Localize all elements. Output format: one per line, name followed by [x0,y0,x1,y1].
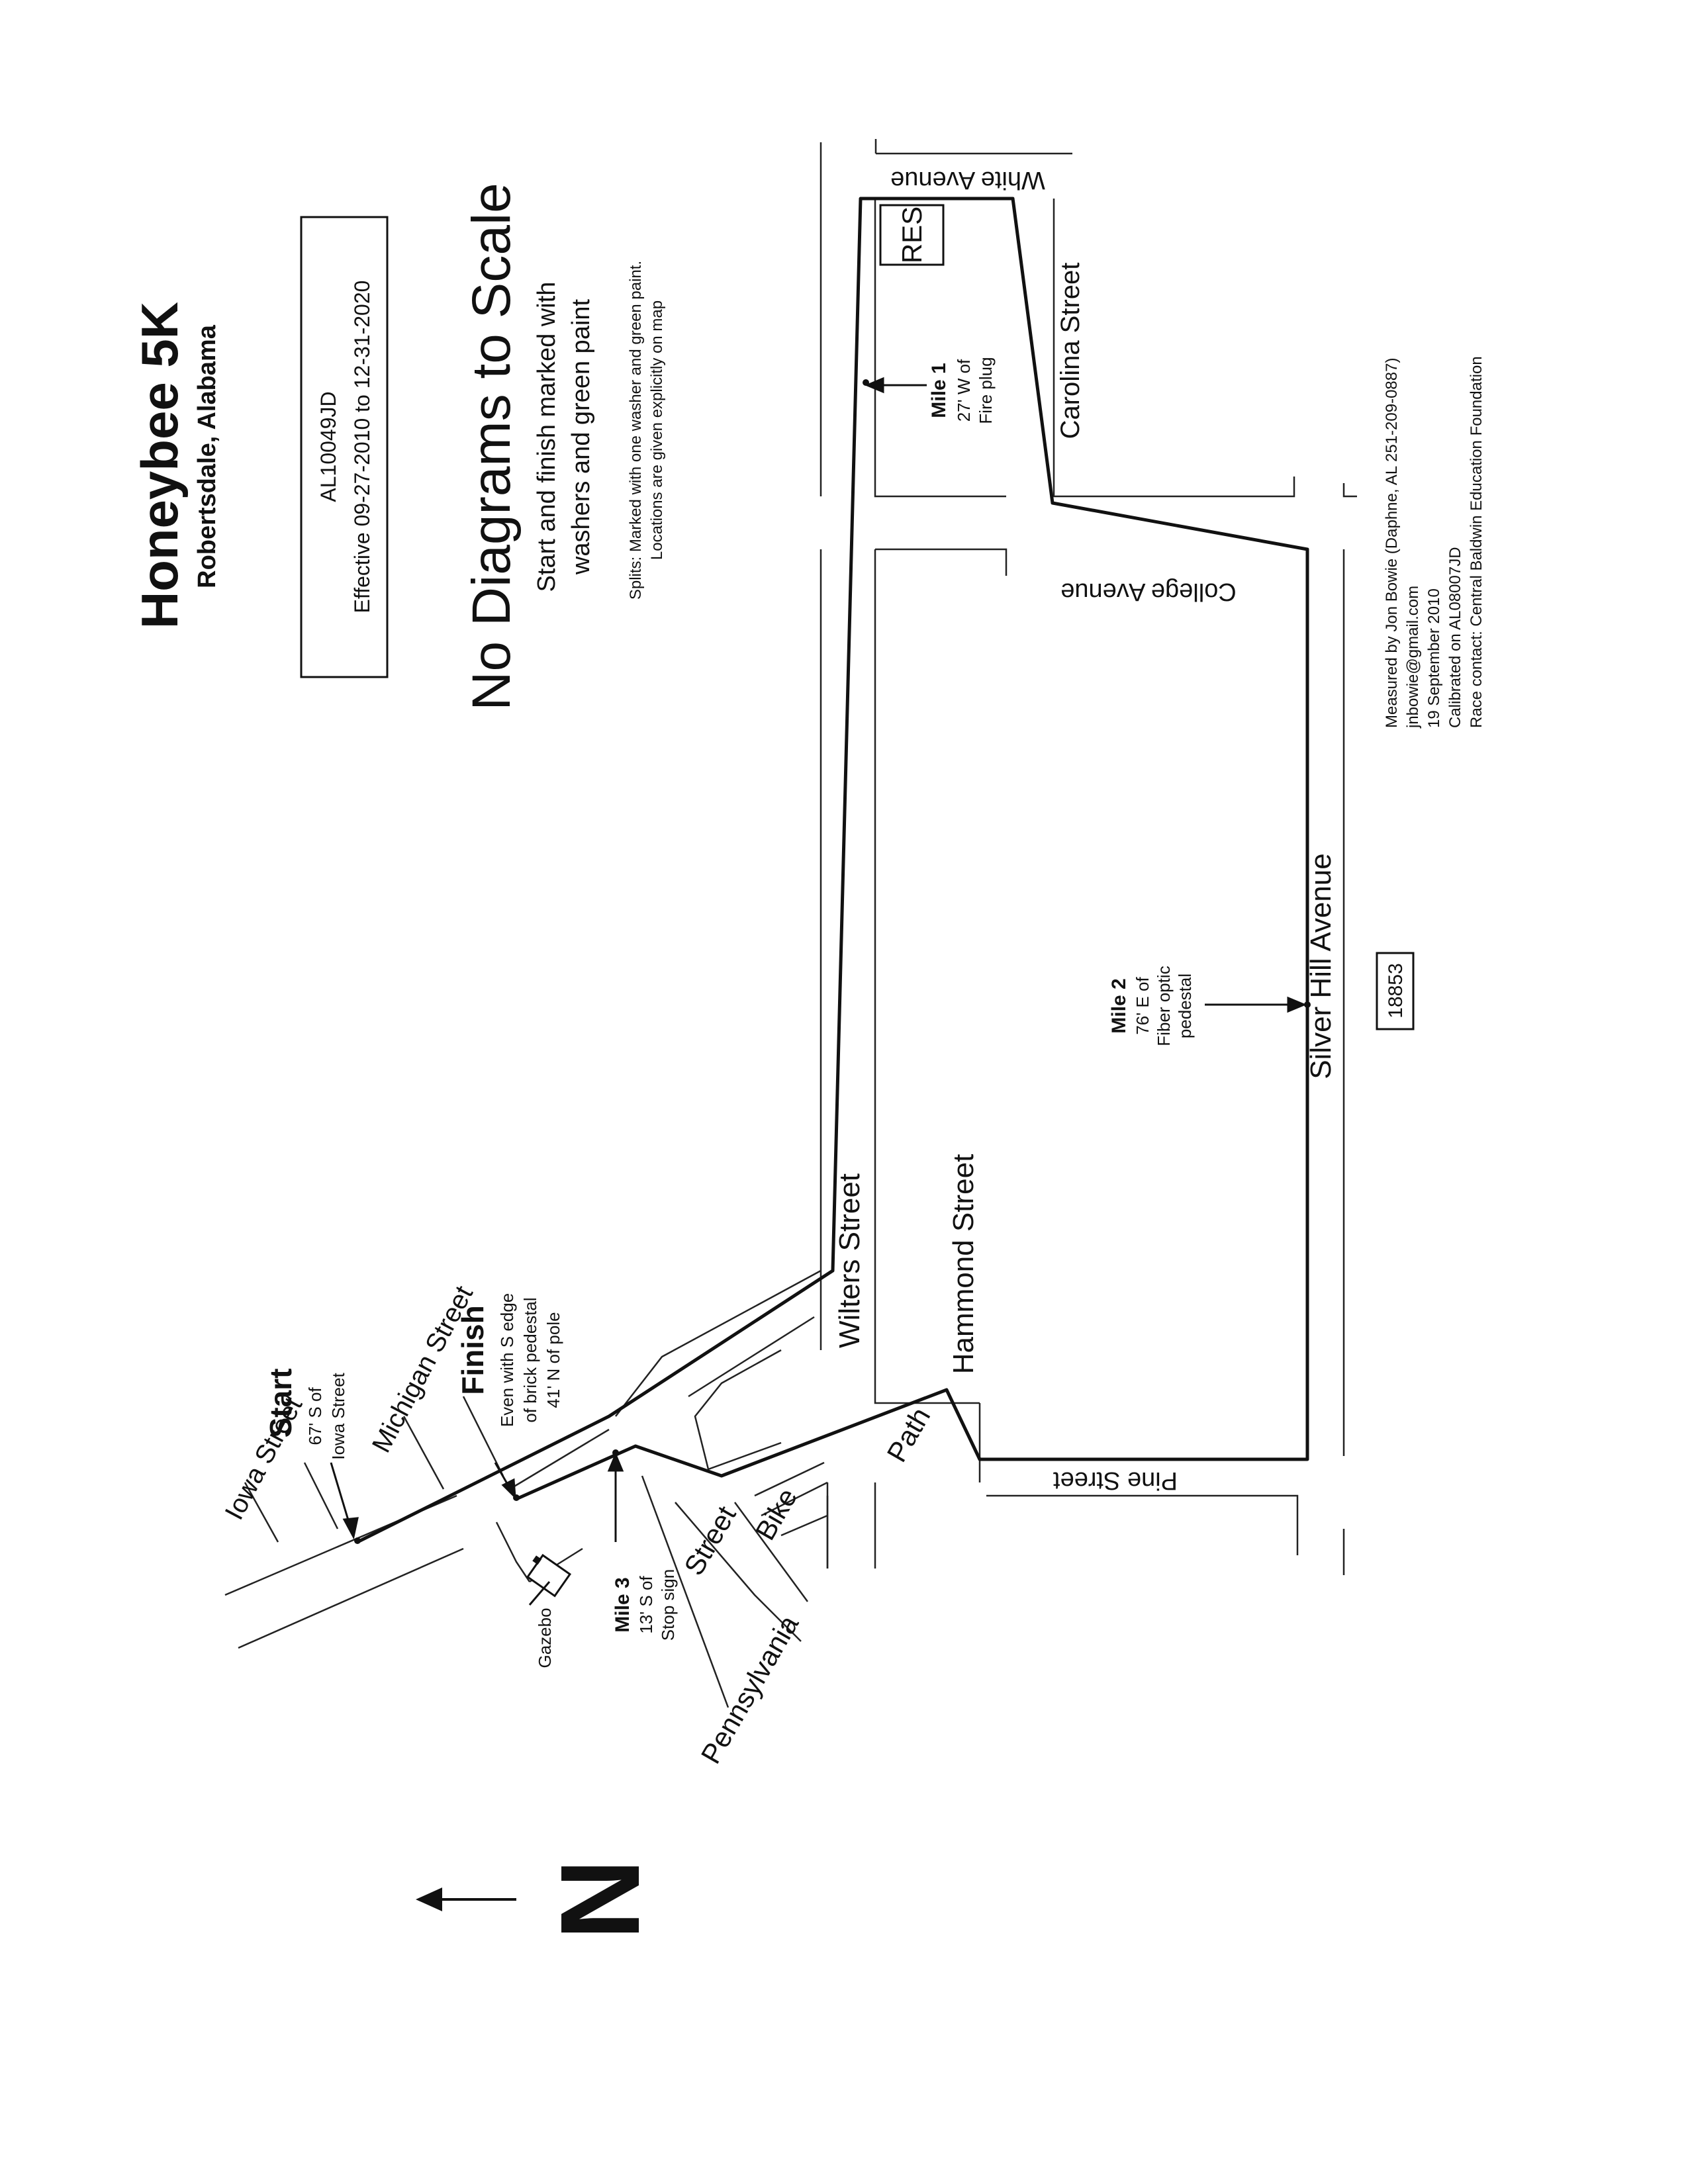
credits-line-4: Calibrated on AL08007JD [1446,547,1464,728]
mile3-label: Mile 3 [612,1577,633,1632]
iowa-street-edge [244,1462,339,1543]
mile1-label: Mile 1 [928,363,950,418]
finish-label: Finish [455,1305,490,1394]
not-to-scale-headline: No Diagrams to Scale [461,183,522,711]
mile1-arrowhead [865,377,884,394]
mile3-marker: Mile 3 13' S of Stop sign [612,1569,678,1641]
carolina-street-label: Carolina Street [1056,263,1085,439]
wilters-street-label: Wilters Street [833,1173,866,1348]
pennsylvania-street-label: Pennsylvania [695,1610,805,1768]
michigan-street-edge [402,1396,504,1490]
pennsylvania-edge-3 [733,1502,809,1602]
start-detail-2: Iowa Street [328,1372,348,1459]
block-res [874,199,1006,498]
start-arrowhead [342,1517,359,1540]
credits-line-1: Measured by Jon Bowie (Daphne, AL 251-20… [1383,358,1401,728]
mile2-detail-1: 76' E of [1133,977,1152,1035]
finish-marker: Finish Even with S edge of brick pedesta… [455,1293,563,1427]
wilters-diagonal-edge-1 [615,1269,821,1417]
main-street-edge-south [238,1547,464,1649]
gazebo-icon [526,1553,572,1598]
pennsylvania-edge-2 [675,1502,802,1642]
splits-line-2: Locations are given explicitly on map [648,300,666,560]
certification-id: AL10049JD [316,391,340,502]
page-title: Honeybee 5K [130,302,189,629]
course-route [356,197,1309,1544]
mile1-marker: Mile 1 27' W of Fire plug [928,357,996,424]
notice-line-1: Start and finish marked with [533,282,561,592]
credits-line-5: Race contact: Central Baldwin Education … [1468,356,1485,728]
mile2-detail-2: Fiber optic [1154,966,1174,1046]
pennsylvania-edge-1 [641,1475,729,1708]
notice-line-2: washers and green paint [567,298,595,575]
mile2-dot [1304,1001,1311,1008]
hammond-street-label: Hammond Street [947,1154,980,1375]
start-detail-1: 67' S of [305,1387,325,1445]
mile1-detail-1: 27' W of [954,359,974,422]
silver-hill-avenue-label: Silver Hill Avenue [1305,853,1337,1079]
finish-detail-1: Even with S edge [497,1293,517,1427]
wilters-diagonal-edge-3 [688,1316,815,1398]
finish-detail-3: 41' N of pole [543,1312,563,1408]
gazebo-label: Gazebo [535,1608,555,1668]
pine-lower-edge [826,1482,876,1569]
credits-line-3: 19 September 2010 [1425,588,1443,728]
mile1-detail-2: Fire plug [976,357,996,424]
pine-street-label: Pine Street [1053,1467,1178,1494]
mile2-arrowhead [1287,996,1307,1013]
wilters-diagonal-edge-2 [694,1349,782,1471]
map-id-box [1376,952,1415,1030]
splits-line-1: Splits: Marked with one washer and green… [627,261,645,600]
finish-area-edge [509,1428,610,1490]
map-id: 18853 [1385,963,1407,1018]
mile3-arrowhead [607,1452,624,1472]
north-label: N [538,1859,663,1940]
res-box [879,204,945,266]
credits-block: Measured by Jon Bowie (Daphne, AL 251-20… [1383,356,1485,729]
bike-label: Bike [749,1483,804,1545]
college-avenue-label: College Avenue [1060,578,1237,606]
res-label: RES [896,206,927,263]
certification-box [300,216,389,678]
credits-line-2: jnbowie@gmail.com [1404,586,1422,729]
start-arrow [330,1462,352,1529]
certification-effective: Effective 09-27-2010 to 12-31-2020 [350,281,374,614]
start-dot [354,1537,361,1544]
start-marker: Start 67' S of Iowa Street [263,1369,348,1460]
mile3-detail-2: Stop sign [658,1569,678,1641]
mile2-marker: Mile 2 76' E of Fiber optic pedestal [1108,966,1195,1046]
mile2-detail-3: pedestal [1175,974,1195,1038]
carolina-street-edge [1053,199,1295,498]
course-dots [354,379,1311,1544]
start-label: Start [263,1369,298,1438]
finish-arrowhead [501,1478,516,1500]
finish-detail-2: of brick pedestal [520,1297,540,1422]
mile3-detail-1: 13' S of [636,1576,656,1634]
white-avenue-label: White Avenue [890,166,1045,194]
block-college [874,548,1008,1404]
bike-path-edge [754,1461,828,1537]
mile2-label: Mile 2 [1108,978,1130,1033]
street-edges [224,139,1357,1708]
north-arrow-icon [416,1888,516,1911]
block-south [986,1494,1299,1555]
marker-arrows [330,377,1307,1542]
race-location: Robertsdale, Alabama [193,324,221,588]
gazebo-pointer [528,1581,551,1606]
college-avenue-edge [1342,483,1357,1575]
